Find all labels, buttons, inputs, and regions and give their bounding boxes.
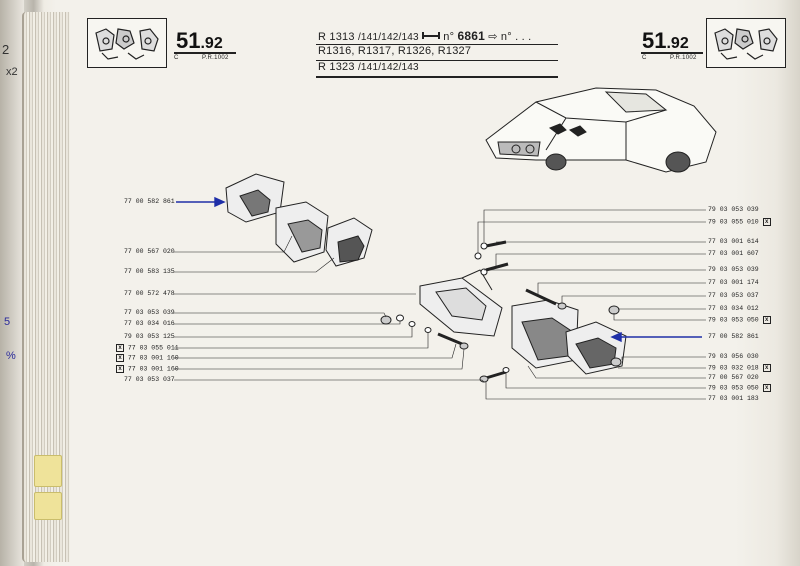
pr-code: P.R.1002: [202, 55, 229, 61]
part-label: 77 03 001 174: [708, 279, 759, 286]
mount-bracket-center: [419, 269, 503, 337]
pr-code: P.R.1002: [670, 55, 697, 61]
part-label: 77 03 001 614: [708, 238, 759, 245]
group-number-left: 51.92: [176, 28, 223, 53]
mount-assembly-left: [225, 173, 373, 267]
section-logo-right: [706, 18, 786, 68]
part-label: 77 00 582 861: [708, 333, 759, 340]
engine-mount-pictogram: [714, 28, 778, 60]
box-mark: x: [762, 364, 771, 372]
box-mark: x: [762, 316, 771, 324]
index-tab[interactable]: [34, 455, 62, 487]
part-label: 77 00 583 135: [124, 268, 175, 275]
part-label: 77 00 567 020: [124, 248, 175, 255]
box-mark: x: [116, 365, 124, 373]
part-label: 77 03 053 039: [124, 309, 175, 316]
part-label: 77 03 053 037: [708, 292, 759, 299]
part-label: 79 03 056 030: [708, 353, 759, 360]
index-tab[interactable]: [34, 492, 62, 520]
left-page-fragment: 5: [4, 316, 11, 328]
part-label-boxed: x 77 03 055 011: [116, 344, 179, 353]
divider: [316, 44, 558, 45]
car-illustration: [485, 87, 717, 173]
chassis-icon: [422, 32, 440, 39]
part-label: 79 03 053 039: [708, 266, 759, 273]
part-label-boxed: 79 03 032 018 x: [708, 364, 771, 373]
part-label: 79 03 053 125: [124, 333, 175, 340]
left-page-fragment: x2: [6, 66, 18, 78]
part-label-boxed: 79 03 053 050 x: [708, 316, 771, 325]
part-label: 77 00 572 478: [124, 290, 175, 297]
part-label-boxed: x 77 03 001 160: [116, 354, 179, 363]
previous-page-edge: [0, 0, 24, 566]
divider: [174, 52, 236, 54]
divider: [316, 76, 558, 78]
group-number-right: 51.92: [642, 28, 689, 53]
part-label-boxed: 79 03 055 010 x: [708, 218, 771, 227]
part-label: 77 03 001 183: [708, 395, 759, 402]
section-logo-left: [87, 18, 167, 68]
left-page-fragment: %: [6, 350, 16, 362]
section-letter: C: [174, 55, 179, 61]
part-label: 77 03 034 012: [708, 305, 759, 312]
box-mark: x: [116, 344, 124, 352]
divider: [316, 60, 558, 61]
part-label: 77 00 567 020: [708, 374, 759, 381]
left-page-fragment: 2: [2, 42, 10, 57]
section-letter: C: [642, 55, 647, 61]
part-label: 79 03 053 039: [708, 206, 759, 213]
mount-assembly-right: [511, 299, 627, 375]
part-label: 77 03 053 037: [124, 376, 175, 383]
model-line-2: R1316, R1317, R1326, R1327: [318, 45, 472, 57]
model-line-3: R 1323 /141/142/143: [318, 61, 419, 73]
box-mark: x: [762, 384, 771, 392]
leader-lines-right: [477, 209, 706, 400]
part-label-boxed: 79 03 053 050 x: [708, 384, 771, 393]
part-label: 77 03 034 016: [124, 320, 175, 327]
part-label-boxed: x 77 03 001 160: [116, 365, 179, 374]
parts-page: 51.92 C P.R.1002 R 1313 /141/142/143 n° …: [66, 10, 796, 562]
part-label: 77 03 001 607: [708, 250, 759, 257]
exploded-diagram: [174, 87, 717, 400]
leader-lines-left: [174, 235, 485, 383]
highlight-arrows: [176, 196, 702, 343]
divider: [641, 52, 703, 54]
model-line-1: R 1313 /141/142/143 n° 6861 ⇨ n° . . .: [318, 29, 532, 43]
box-mark: x: [116, 354, 124, 362]
part-label: 77 00 582 861: [124, 198, 175, 205]
engine-mount-pictogram: [95, 28, 159, 60]
box-mark: x: [762, 218, 771, 226]
